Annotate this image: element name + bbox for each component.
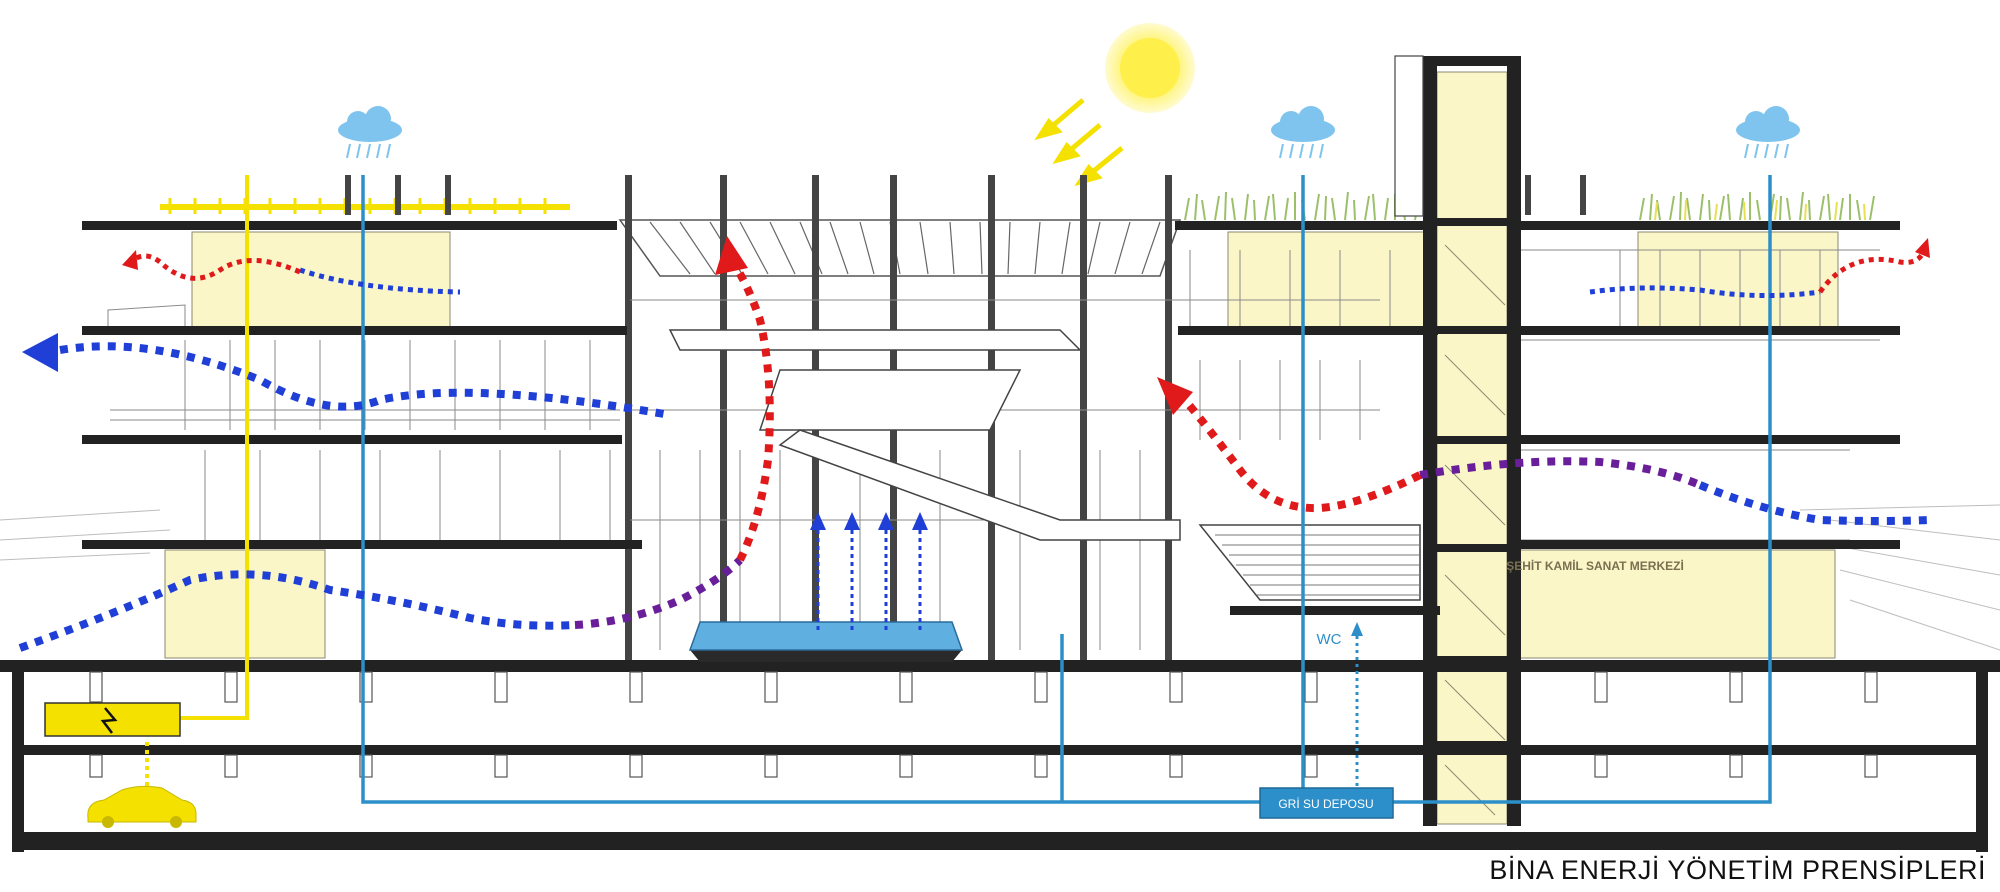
diagram-caption: BİNA ENERJİ YÖNETİM PRENSİPLERİ <box>1489 855 1986 885</box>
greywater-tank: GRİ SU DEPOSU <box>1259 787 1394 819</box>
sun-icon <box>1105 23 1195 113</box>
mixed-airflow-paths <box>574 457 1702 629</box>
pool <box>688 621 964 662</box>
cold-air-arrowhead <box>22 333 58 372</box>
wc-supply-arrow: WC <box>1317 622 1363 786</box>
basement-structure <box>12 671 1988 852</box>
car-icon <box>87 785 197 828</box>
building-sign: ŞEHİT KAMİL SANAT MERKEZİ <box>1506 558 1684 573</box>
ground-slab <box>0 660 2000 672</box>
green-roof-yellow-accent <box>1654 199 1866 221</box>
rainwater-pipe-network <box>361 175 1772 804</box>
tank-label: GRİ SU DEPOSU <box>1278 797 1373 811</box>
battery-icon <box>44 702 181 737</box>
warm-air-arrowheads <box>122 236 1930 415</box>
wc-label: WC <box>1317 631 1342 648</box>
sun-ray-arrows <box>1034 98 1124 187</box>
warm-airflow-paths <box>128 247 1928 562</box>
background-context-lines <box>0 504 2000 651</box>
solar-power-line <box>145 175 249 790</box>
glazed-volumes <box>164 71 1839 825</box>
atrium-staircase <box>668 329 1421 601</box>
cold-airflow-paths <box>18 267 1931 652</box>
evaporation-arrows <box>810 512 928 630</box>
up-arrow-icon <box>1351 622 1363 636</box>
atrium-roof-louvers <box>618 219 1182 277</box>
rooftop-solar-panels <box>160 198 570 214</box>
rain-cloud-icon <box>338 106 1800 159</box>
interior-linework <box>107 249 1880 650</box>
